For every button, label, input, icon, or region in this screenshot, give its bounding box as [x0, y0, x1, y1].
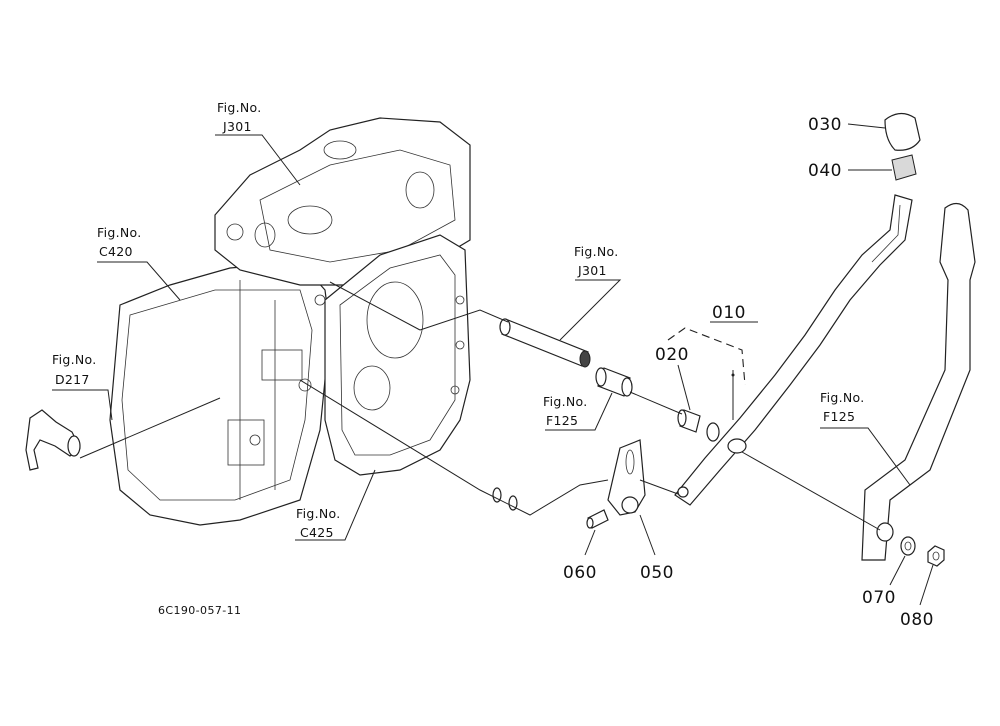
washer-070-part: [900, 536, 916, 556]
ref-d217: Fig.No. D217: [52, 352, 97, 387]
ref-f125-right: Fig.No. F125: [820, 390, 865, 424]
ref-c425: Fig.No. C425: [296, 506, 341, 540]
nut-080-part: [927, 545, 945, 567]
shift-lever-010-part: [674, 194, 913, 506]
grip-040-part: [891, 154, 917, 181]
svg-text:F125: F125: [546, 413, 578, 428]
ref-j301-top: Fig.No. J301: [217, 100, 262, 134]
svg-text:C425: C425: [300, 525, 334, 540]
transmission-housing: [109, 117, 471, 526]
knob-030-part: [884, 112, 921, 151]
svg-text:Fig.No.: Fig.No.: [543, 394, 588, 409]
part-label-020: 020: [655, 345, 689, 365]
collar-020-part: [677, 409, 720, 442]
svg-text:Fig.No.: Fig.No.: [296, 506, 341, 521]
part-label-070: 070: [862, 588, 896, 608]
svg-text:Fig.No.: Fig.No.: [574, 244, 619, 259]
d217-pin-part: [25, 409, 81, 471]
part-label-040: 040: [808, 161, 842, 181]
svg-text:Fig.No.: Fig.No.: [820, 390, 865, 405]
svg-text:C420: C420: [99, 244, 133, 259]
bushing-part: [595, 367, 633, 397]
svg-text:D217: D217: [55, 372, 90, 387]
bracket-050-part: [607, 439, 646, 516]
pin-060-part: [586, 509, 609, 529]
svg-text:J301: J301: [222, 119, 252, 134]
part-label-060: 060: [563, 563, 597, 583]
part-label-050: 050: [640, 563, 674, 583]
ref-c420: Fig.No. C420: [97, 225, 142, 259]
o-ring-parts: [492, 487, 518, 511]
diagram-code: 6C190-057-11: [158, 604, 241, 617]
svg-text:Fig.No.: Fig.No.: [52, 352, 97, 367]
part-label-030: 030: [808, 115, 842, 135]
ref-f125-left: Fig.No. F125: [543, 394, 588, 428]
part-label-080: 080: [900, 610, 934, 630]
svg-text:Fig.No.: Fig.No.: [217, 100, 262, 115]
svg-text:F125: F125: [823, 409, 855, 424]
leader-lines: [52, 123, 934, 606]
ref-j301-mid: Fig.No. J301: [574, 244, 619, 278]
svg-text:J301: J301: [577, 263, 607, 278]
lever-f125-part: [861, 202, 976, 561]
svg-text:Fig.No.: Fig.No.: [97, 225, 142, 240]
shift-shaft-part: [499, 318, 591, 368]
part-label-010: 010: [712, 303, 746, 323]
